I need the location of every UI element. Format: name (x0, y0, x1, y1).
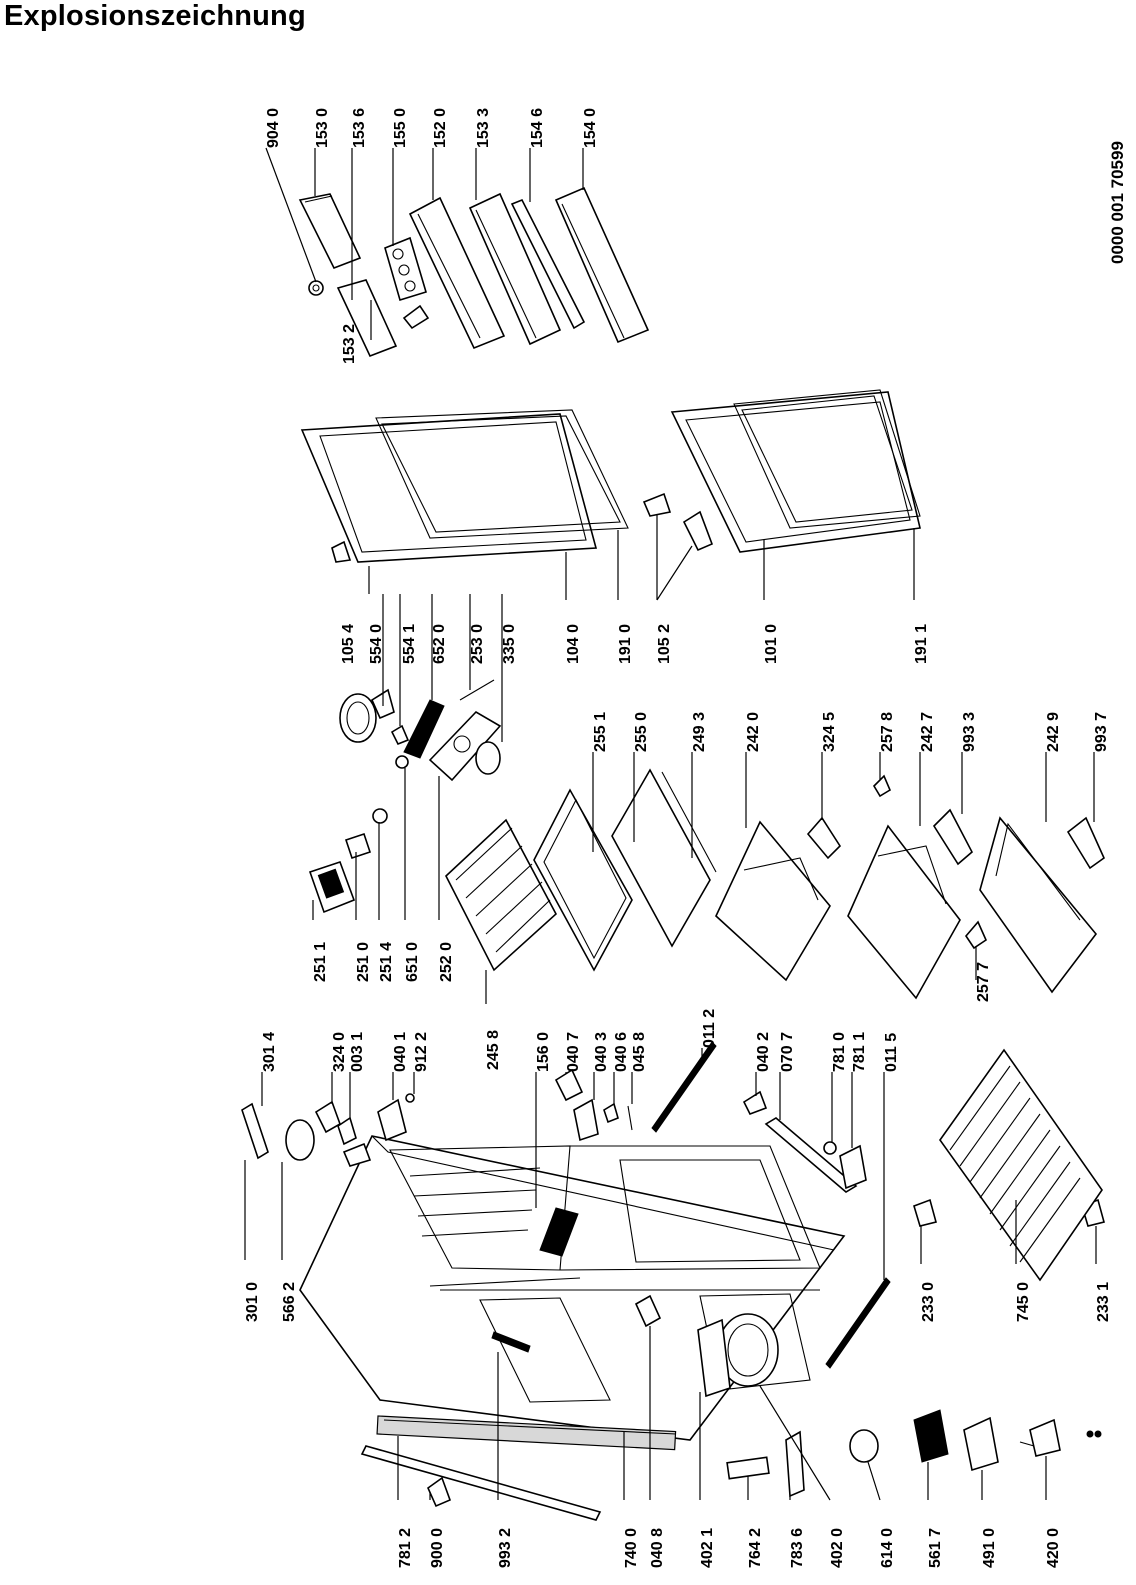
part-label-1054: 105 4 (340, 624, 357, 664)
door-rack-group (298, 186, 650, 358)
part-label-4020: 402 0 (829, 1528, 846, 1568)
part-label-2429: 242 9 (1045, 712, 1062, 752)
part-label-0112: 011 2 (701, 1009, 718, 1048)
part-label-9122: 912 2 (413, 1032, 430, 1072)
part-label-1560: 156 0 (535, 1032, 552, 1072)
part-label-2427: 242 7 (919, 712, 936, 752)
part-label-3010: 301 0 (244, 1282, 261, 1322)
part-label-1040: 104 0 (565, 624, 582, 664)
cabinet-group (241, 1041, 1105, 1451)
part-label-0401: 040 1 (392, 1032, 409, 1072)
part-label-2458: 245 8 (485, 1030, 502, 1070)
part-label-5662: 566 2 (281, 1282, 298, 1322)
part-label-7450: 745 0 (1015, 1282, 1032, 1322)
part-label-2551: 255 1 (592, 712, 609, 752)
part-label-1520: 152 0 (432, 108, 449, 148)
part-label-5541: 554 1 (401, 624, 418, 664)
part-label-9932: 993 2 (497, 1528, 514, 1568)
part-label-7836: 783 6 (789, 1528, 806, 1568)
page-title: Explosionszeichnung (4, 0, 306, 32)
part-label-0402: 040 2 (755, 1032, 772, 1072)
part-labels: 904 0 153 0 153 6 155 0 152 0 153 3 154 6 154 0… (244, 108, 1112, 1568)
part-label-1010: 101 0 (763, 624, 780, 664)
part-label-2550: 255 0 (633, 712, 650, 752)
part-label-2331: 233 1 (1095, 1282, 1112, 1322)
leader-lines (244, 147, 1097, 1501)
part-label-9000: 900 0 (429, 1528, 446, 1568)
part-label-2420: 242 0 (745, 712, 762, 752)
part-label-1536: 153 6 (351, 108, 368, 148)
part-label-2514: 251 4 (378, 942, 395, 982)
part-label-7400: 740 0 (623, 1528, 640, 1568)
part-label-1052: 105 2 (656, 624, 673, 664)
part-label-2530: 253 0 (469, 624, 486, 664)
bottom-parts-group (360, 1409, 1102, 1521)
part-label-0115: 011 5 (883, 1033, 900, 1072)
part-label-2330: 233 0 (920, 1282, 937, 1322)
part-label-2578: 257 8 (879, 712, 896, 752)
part-label-1530: 153 0 (314, 108, 331, 148)
part-label-7810: 781 0 (831, 1032, 848, 1072)
part-label-1910: 191 0 (617, 624, 634, 664)
part-label-3014: 301 4 (261, 1032, 278, 1072)
part-label-0403: 040 3 (593, 1032, 610, 1072)
part-label-2520: 252 0 (438, 942, 455, 982)
interior-parts-group (308, 679, 1105, 1000)
part-label-9937: 993 7 (1093, 712, 1110, 752)
part-label-0031: 003 1 (349, 1032, 366, 1072)
part-label-1540: 154 0 (582, 108, 599, 148)
part-label-7811: 781 1 (851, 1032, 868, 1072)
part-label-7812: 781 2 (397, 1528, 414, 1568)
part-label-6520: 652 0 (431, 624, 448, 664)
part-label-5617: 561 7 (927, 1528, 944, 1568)
part-label-0707: 070 7 (779, 1032, 796, 1072)
part-label-1911: 191 1 (913, 624, 930, 664)
part-label-2510: 251 0 (355, 942, 372, 982)
door-group (300, 389, 921, 563)
part-label-4021: 402 1 (699, 1528, 716, 1568)
part-label-9933: 993 3 (961, 712, 978, 752)
part-label-4200: 420 0 (1045, 1528, 1062, 1568)
part-label-2493: 249 3 (691, 712, 708, 752)
part-label-0407: 040 7 (565, 1032, 582, 1072)
part-label-1532: 153 2 (341, 324, 358, 364)
part-label-3350: 335 0 (501, 624, 518, 664)
part-label-2511: 251 1 (312, 942, 329, 982)
part-label-6140: 614 0 (879, 1528, 896, 1568)
part-label-6510: 651 0 (404, 942, 421, 982)
part-label-4910: 491 0 (981, 1528, 998, 1568)
part-label-2577: 257 7 (975, 962, 992, 1002)
part-label-9040: 904 0 (265, 108, 282, 148)
part-label-1533: 153 3 (475, 108, 492, 148)
part-label-1550: 155 0 (392, 108, 409, 148)
part-label-1546: 154 6 (529, 108, 546, 148)
part-label-7642: 764 2 (747, 1528, 764, 1568)
part-label-5540: 554 0 (368, 624, 385, 664)
part-label-0406: 040 6 (613, 1032, 630, 1072)
part-label-0408: 040 8 (649, 1528, 666, 1568)
part-label-0458: 045 8 (631, 1032, 648, 1072)
part-label-3245: 324 5 (821, 712, 838, 752)
part-label-3240: 324 0 (331, 1032, 348, 1072)
